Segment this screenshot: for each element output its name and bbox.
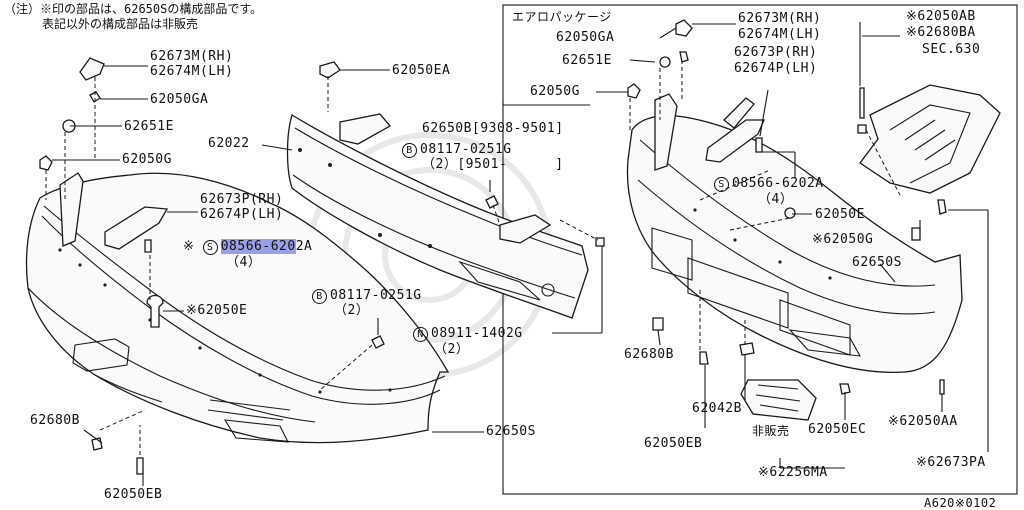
left-leaders — [45, 65, 484, 486]
label-62050EB[interactable]: 62050EB — [104, 487, 163, 502]
star-mark: ※ — [183, 239, 195, 254]
label-62050G[interactable]: 62050G — [122, 152, 172, 167]
bolt-part-number: 08117-0251G — [420, 142, 512, 157]
label-r-62650S[interactable]: 62650S — [852, 255, 902, 270]
label-r-62651E[interactable]: 62651E — [562, 53, 612, 68]
nut-symbol: N — [413, 327, 428, 342]
label-r-62256MA[interactable]: ※62256MA — [758, 465, 828, 480]
bolt-part-number: 08117-0251G — [330, 288, 422, 303]
screw-part-number: 08566-6202A — [732, 176, 824, 191]
label-r-62673P[interactable]: 62673P(RH) — [734, 45, 818, 60]
label-r-screw-qty: （4） — [758, 192, 794, 207]
label-r-62050G-star[interactable]: ※62050G — [812, 232, 874, 247]
screw-symbol: S — [714, 177, 729, 192]
side-brackets-left — [39, 57, 385, 475]
right-leaders — [596, 22, 989, 469]
aero-bumper — [626, 19, 1001, 421]
part-number-suffix: 2A — [295, 239, 313, 254]
nut-part-number: 08911-1402G — [431, 326, 523, 341]
screw-symbol: S — [202, 240, 218, 255]
label-62651E[interactable]: 62651E — [124, 119, 174, 134]
bolt-qty-date: （2）[9501- — [422, 157, 508, 172]
label-r-62050AB[interactable]: ※62050AB — [906, 9, 976, 24]
label-r-62042B[interactable]: 62042B — [692, 401, 742, 416]
label-62650S[interactable]: 62650S — [486, 424, 536, 439]
bolt-symbol: B — [402, 143, 417, 158]
label-62680B[interactable]: 62680B — [30, 413, 80, 428]
diagram-code: A620※0102 — [924, 496, 997, 510]
label-r-62050GA[interactable]: 62050GA — [556, 30, 615, 45]
label-not-for-sale: 非販売 — [752, 424, 790, 438]
label-bolt-qty: （2） — [334, 303, 370, 318]
label-r-62680B[interactable]: 62680B — [624, 347, 674, 362]
label-r-62050G[interactable]: 62050G — [530, 84, 580, 99]
label-bolt-center-qty: （2）[9501-] — [422, 158, 564, 172]
label-62673M[interactable]: 62673M(RH) — [150, 49, 234, 64]
label-sec-630[interactable]: SEC.630 — [922, 42, 981, 57]
parts-note: （注）※印の部品は、62650Sの構成部品です。 — [4, 2, 263, 16]
bolt-date-end: ] — [555, 157, 564, 172]
label-r-62673M[interactable]: 62673M(RH) — [738, 11, 822, 26]
highlighted-part-number: 08566-620 — [220, 239, 296, 254]
label-r-62674P[interactable]: 62674P(LH) — [734, 61, 818, 76]
label-screw-qty: （4） — [226, 255, 262, 270]
aero-package-title: エアロパッケージ — [512, 10, 612, 24]
parts-note-line2: 表記以外の構成部品は非販売 — [42, 17, 199, 31]
label-62674P[interactable]: 62674P(LH) — [200, 207, 284, 222]
label-r-62050EB[interactable]: 62050EB — [644, 436, 703, 451]
label-r-62680BA[interactable]: ※62680BA — [906, 25, 976, 40]
label-r-62050E[interactable]: 62050E — [815, 207, 865, 222]
label-62673P[interactable]: 62673P(RH) — [200, 192, 284, 207]
reinforcement-beam — [286, 61, 605, 319]
label-62650B[interactable]: 62650B[9308-9501] — [422, 121, 564, 136]
label-62050E[interactable]: ※62050E — [186, 303, 248, 318]
label-nut-qty: （2） — [434, 342, 470, 357]
bolt-symbol: B — [312, 289, 327, 304]
label-r-62050EC[interactable]: 62050EC — [808, 422, 867, 437]
label-62050GA[interactable]: 62050GA — [150, 92, 209, 107]
label-62050EA[interactable]: 62050EA — [392, 63, 451, 78]
label-r-62674M[interactable]: 62674M(LH) — [738, 27, 822, 42]
label-62022[interactable]: 62022 — [208, 136, 250, 151]
center-leaders — [261, 69, 603, 334]
label-r-62673PA[interactable]: ※62673PA — [916, 455, 986, 470]
label-r-62050AA[interactable]: ※62050AA — [888, 414, 958, 429]
label-62674M[interactable]: 62674M(LH) — [150, 64, 234, 79]
